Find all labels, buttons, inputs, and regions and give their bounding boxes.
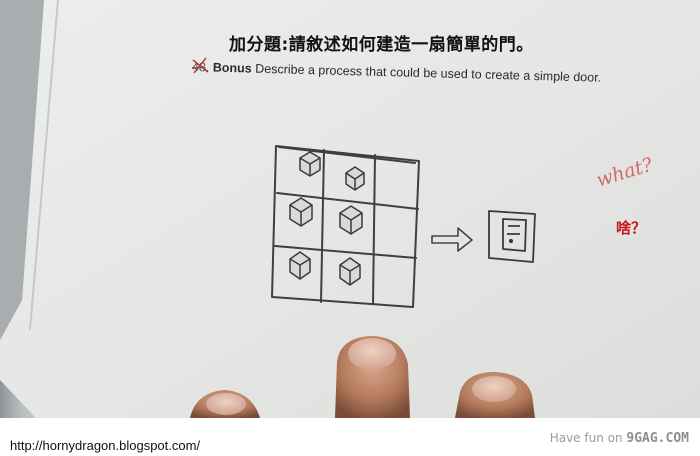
right-arrow-icon bbox=[431, 227, 473, 252]
wood-block-icon bbox=[289, 151, 365, 286]
tagline-prefix: Have fun on bbox=[549, 431, 627, 445]
door-icon bbox=[488, 210, 536, 263]
site-tagline: Have fun on 9GAG.COM bbox=[550, 431, 689, 446]
chinese-caption: 加分題:請敘述如何建造一扇簡單的門。 bbox=[229, 35, 534, 55]
photo: 加分題:請敘述如何建造一扇簡單的門。 48. Bonus Describe a … bbox=[0, 0, 700, 418]
footer: http://hornydragon.blogspot.com/ Have fu… bbox=[0, 418, 700, 456]
fingers bbox=[190, 336, 535, 418]
site-logo-text[interactable]: 9GAG.COM bbox=[626, 431, 689, 446]
source-link[interactable]: http://hornydragon.blogspot.com/ bbox=[10, 438, 201, 453]
paper-sheet bbox=[0, 0, 700, 418]
crafting-grid bbox=[271, 145, 420, 308]
chinese-translation-note: 啥？ bbox=[616, 219, 647, 237]
